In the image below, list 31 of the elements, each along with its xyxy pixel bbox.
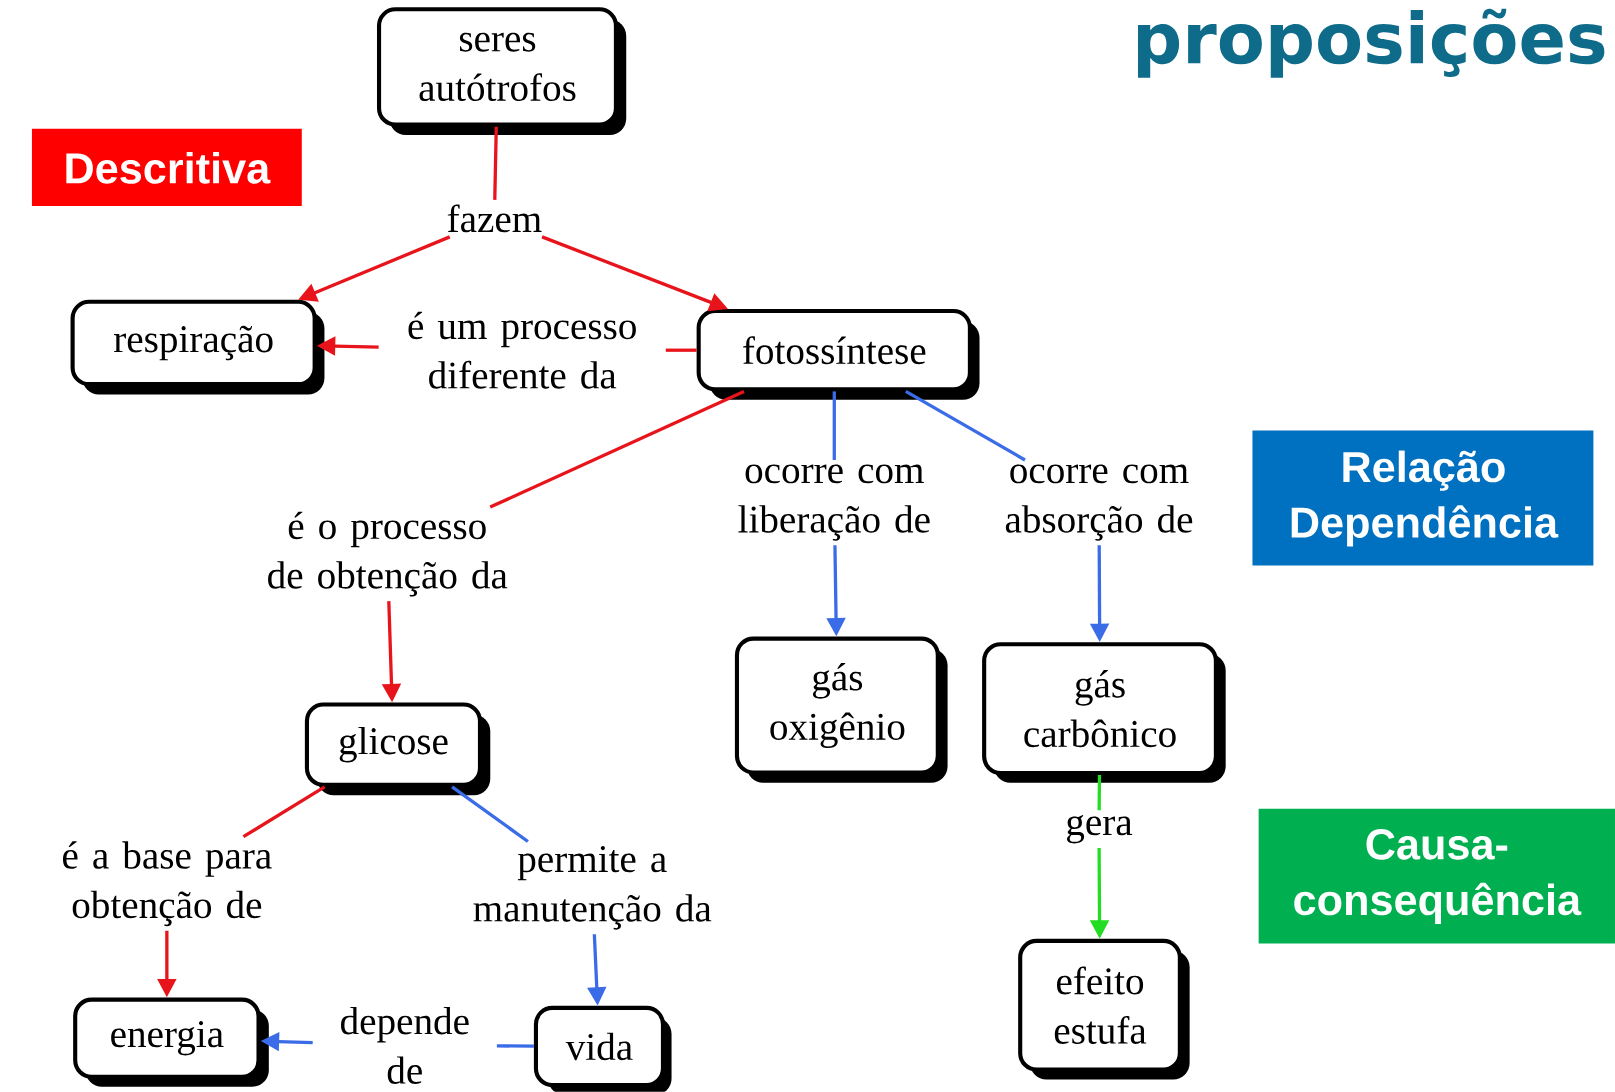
- legend-label: Relação Dependência: [1291, 450, 1559, 547]
- connector-line: [451, 785, 529, 843]
- connector-line: [496, 1044, 534, 1048]
- concept-box: efeito estufa: [1018, 938, 1190, 1080]
- legend-label: Descritiva: [66, 152, 271, 184]
- linking-phrase: gera: [1067, 815, 1133, 844]
- concept-box: vida: [533, 1005, 672, 1092]
- concept-box: fotossíntese: [696, 309, 980, 400]
- concept-box: seres autótrofos: [377, 7, 627, 136]
- linking-phrase: depende de: [341, 1007, 469, 1085]
- linking-phrase: é a base para obtenção de: [63, 841, 272, 927]
- connector-line: [832, 391, 836, 461]
- linking-phrase: é um processo diferente da: [408, 311, 636, 389]
- connector-line: [665, 348, 697, 352]
- connector-line: [489, 390, 745, 509]
- linking-phrase: permite a manutenção da: [473, 846, 712, 930]
- concept-box: glicose: [304, 702, 491, 796]
- linking-phrase: ocorre com liberação de: [738, 464, 930, 541]
- concept-box: energia: [73, 997, 269, 1087]
- connector-line: [242, 785, 326, 839]
- connector-line: [1097, 775, 1102, 811]
- linking-phrase: ocorre com absorção de: [1005, 464, 1193, 541]
- legend-label: Causa-consequência: [1294, 829, 1582, 925]
- linking-phrase: fazem: [447, 204, 542, 233]
- concept-box: gás carbônico: [982, 642, 1226, 783]
- title: proposições: [1138, 8, 1605, 78]
- connector-line: [493, 126, 498, 200]
- concept-box: respiração: [70, 299, 325, 395]
- connector-line: [905, 390, 1026, 462]
- linking-phrase: é o processo de obtenção da: [268, 511, 508, 597]
- concept-box: gás oxigênio: [734, 636, 948, 783]
